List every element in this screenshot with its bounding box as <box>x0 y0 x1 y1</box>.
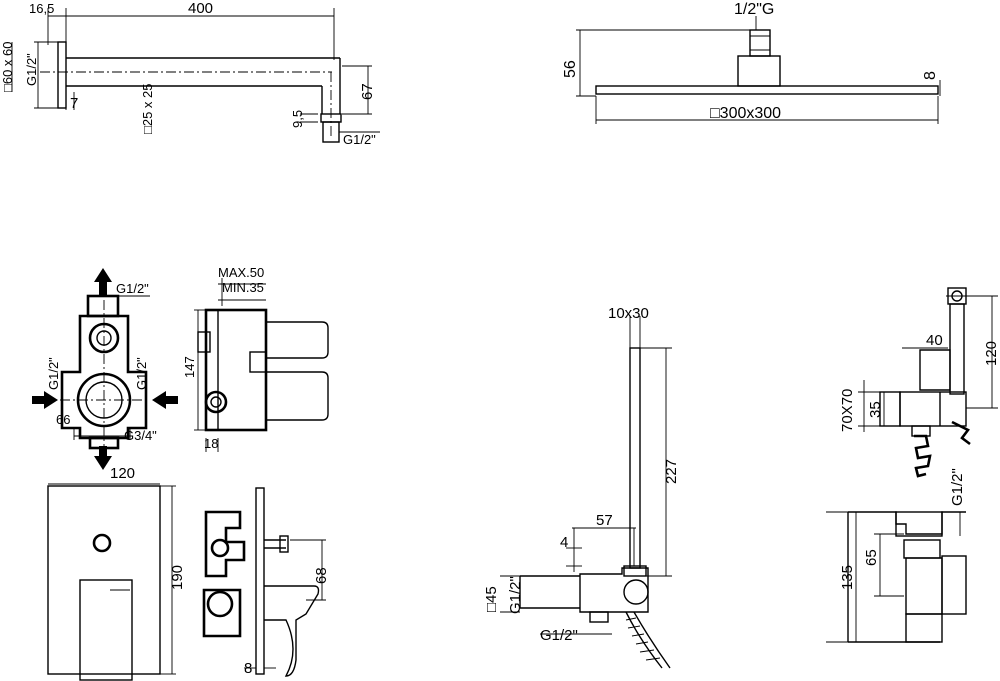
hand-length-dim: 227 <box>663 459 680 484</box>
arm-drop-dim: 67 <box>359 83 376 100</box>
outlet-inner-dim: 65 <box>863 549 880 566</box>
head-size-dim: □300x300 <box>710 105 781 122</box>
arm-depth-dim: 7 <box>70 95 78 112</box>
mixer-base-dim: 18 <box>204 436 218 451</box>
head-thread-dim: 1/2"G <box>734 1 774 18</box>
outlet-thread-dim: G1/2" <box>949 468 966 506</box>
plate-thickness-dim: 8 <box>244 660 252 677</box>
mixer-body-drawing <box>32 268 178 470</box>
hand-section-dim: 10x30 <box>608 305 649 322</box>
head-height-dim: 56 <box>562 60 579 78</box>
mixer-plate-front-drawing <box>47 483 176 681</box>
mixer-width-dim: 66 <box>56 412 70 427</box>
inlet-right-arrow-icon <box>152 391 178 409</box>
hand-shower-drawing <box>500 316 672 669</box>
plate-height-dim: 190 <box>169 565 186 590</box>
mixer-plate-side-drawing <box>202 487 326 677</box>
hand-side-thread-dim: G1/2" <box>507 576 524 614</box>
arm-outlet-thread-dim: G1/2" <box>343 132 376 147</box>
arm-wall-thread-dim: G1/2" <box>24 53 39 86</box>
hand-base-dim: □45 <box>483 586 500 612</box>
hand-offset-dim: 57 <box>596 512 613 529</box>
head-thickness-dim: 8 <box>922 71 939 80</box>
arm-plate-dim: □60 x 60 <box>0 42 15 93</box>
arm-length-dim: 400 <box>188 0 213 17</box>
mixer-right-thread-dim: G1/2" <box>134 357 149 390</box>
shower-head-drawing <box>576 16 941 124</box>
inlet-left-arrow-icon <box>32 391 58 409</box>
mixer-side-drawing <box>194 278 329 452</box>
mixer-top-thread-dim: G1/2" <box>116 281 149 296</box>
wall-outlet-drawing <box>826 287 998 643</box>
arm-flange-dim: 16,5 <box>29 1 54 16</box>
arm-tube-dim: □25 x 25 <box>140 84 155 135</box>
outlet-total-dim: 135 <box>839 565 856 590</box>
shower-arm-drawing <box>11 8 380 143</box>
arm-outlet-dim: 9,5 <box>290 110 305 128</box>
plate-width-dim: 120 <box>110 465 135 482</box>
outlet-body-dim: 35 <box>867 401 884 418</box>
outlet-height-dim: 120 <box>983 341 1000 366</box>
mixer-min-dim: MIN.35 <box>222 280 264 295</box>
mixer-max-dim: MAX.50 <box>218 265 264 280</box>
mixer-bottom-thread-dim: G3/4" <box>124 428 157 443</box>
outlet-plate-dim: 70X70 <box>839 389 856 432</box>
hand-gap-dim: 4 <box>560 534 568 551</box>
mixer-left-thread-dim: G1/2" <box>46 357 61 390</box>
plate-lever-dim: 68 <box>313 567 330 584</box>
outlet-top-arrow-icon <box>94 268 112 296</box>
hand-bottom-thread-dim: G1/2" <box>540 627 578 644</box>
mixer-height-dim: 147 <box>182 356 197 378</box>
outlet-width-dim: 40 <box>926 332 943 349</box>
inlet-bottom-arrow-icon <box>94 446 112 470</box>
